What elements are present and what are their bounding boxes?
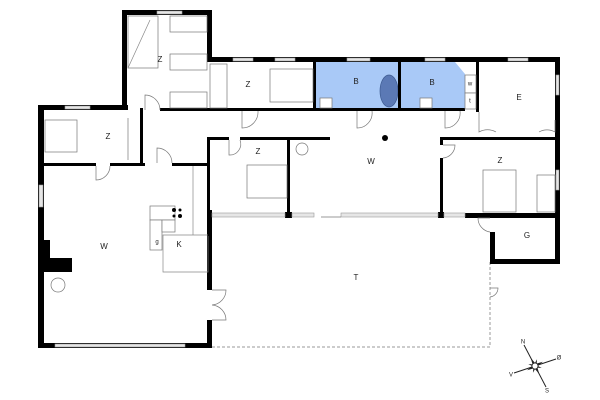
room-label: B <box>353 77 358 86</box>
windows <box>38 10 560 348</box>
room-label: g <box>155 240 158 246</box>
walls <box>38 10 560 348</box>
bathtub <box>379 74 399 108</box>
room-label: T <box>354 273 359 282</box>
compass-west: V <box>509 373 513 379</box>
bathroom-2-floor <box>401 62 465 108</box>
room-label: B <box>429 78 434 87</box>
room-label: Z <box>246 80 251 89</box>
compass-east: Ø <box>557 356 562 362</box>
room-label: w <box>467 82 473 88</box>
room-label: Z <box>106 132 111 141</box>
terrace-outline <box>212 262 491 348</box>
doors <box>95 94 556 321</box>
compass-south: S <box>545 389 549 395</box>
room-labels: Z Z B B w t E Z W K g Z W Z G T <box>100 55 530 282</box>
compass-north: N <box>521 340 525 346</box>
compass-rose-icon: N Ø S V <box>509 340 562 395</box>
room-label: Z <box>256 147 261 156</box>
furniture <box>44 15 556 293</box>
room-label: W <box>367 157 375 166</box>
room-label: Z <box>158 55 163 64</box>
room-label: W <box>100 242 108 251</box>
room-label: G <box>524 231 530 240</box>
room-label: Z <box>498 156 503 165</box>
room-label: K <box>176 240 182 249</box>
room-label: E <box>516 93 521 102</box>
room-label: t <box>469 99 471 105</box>
